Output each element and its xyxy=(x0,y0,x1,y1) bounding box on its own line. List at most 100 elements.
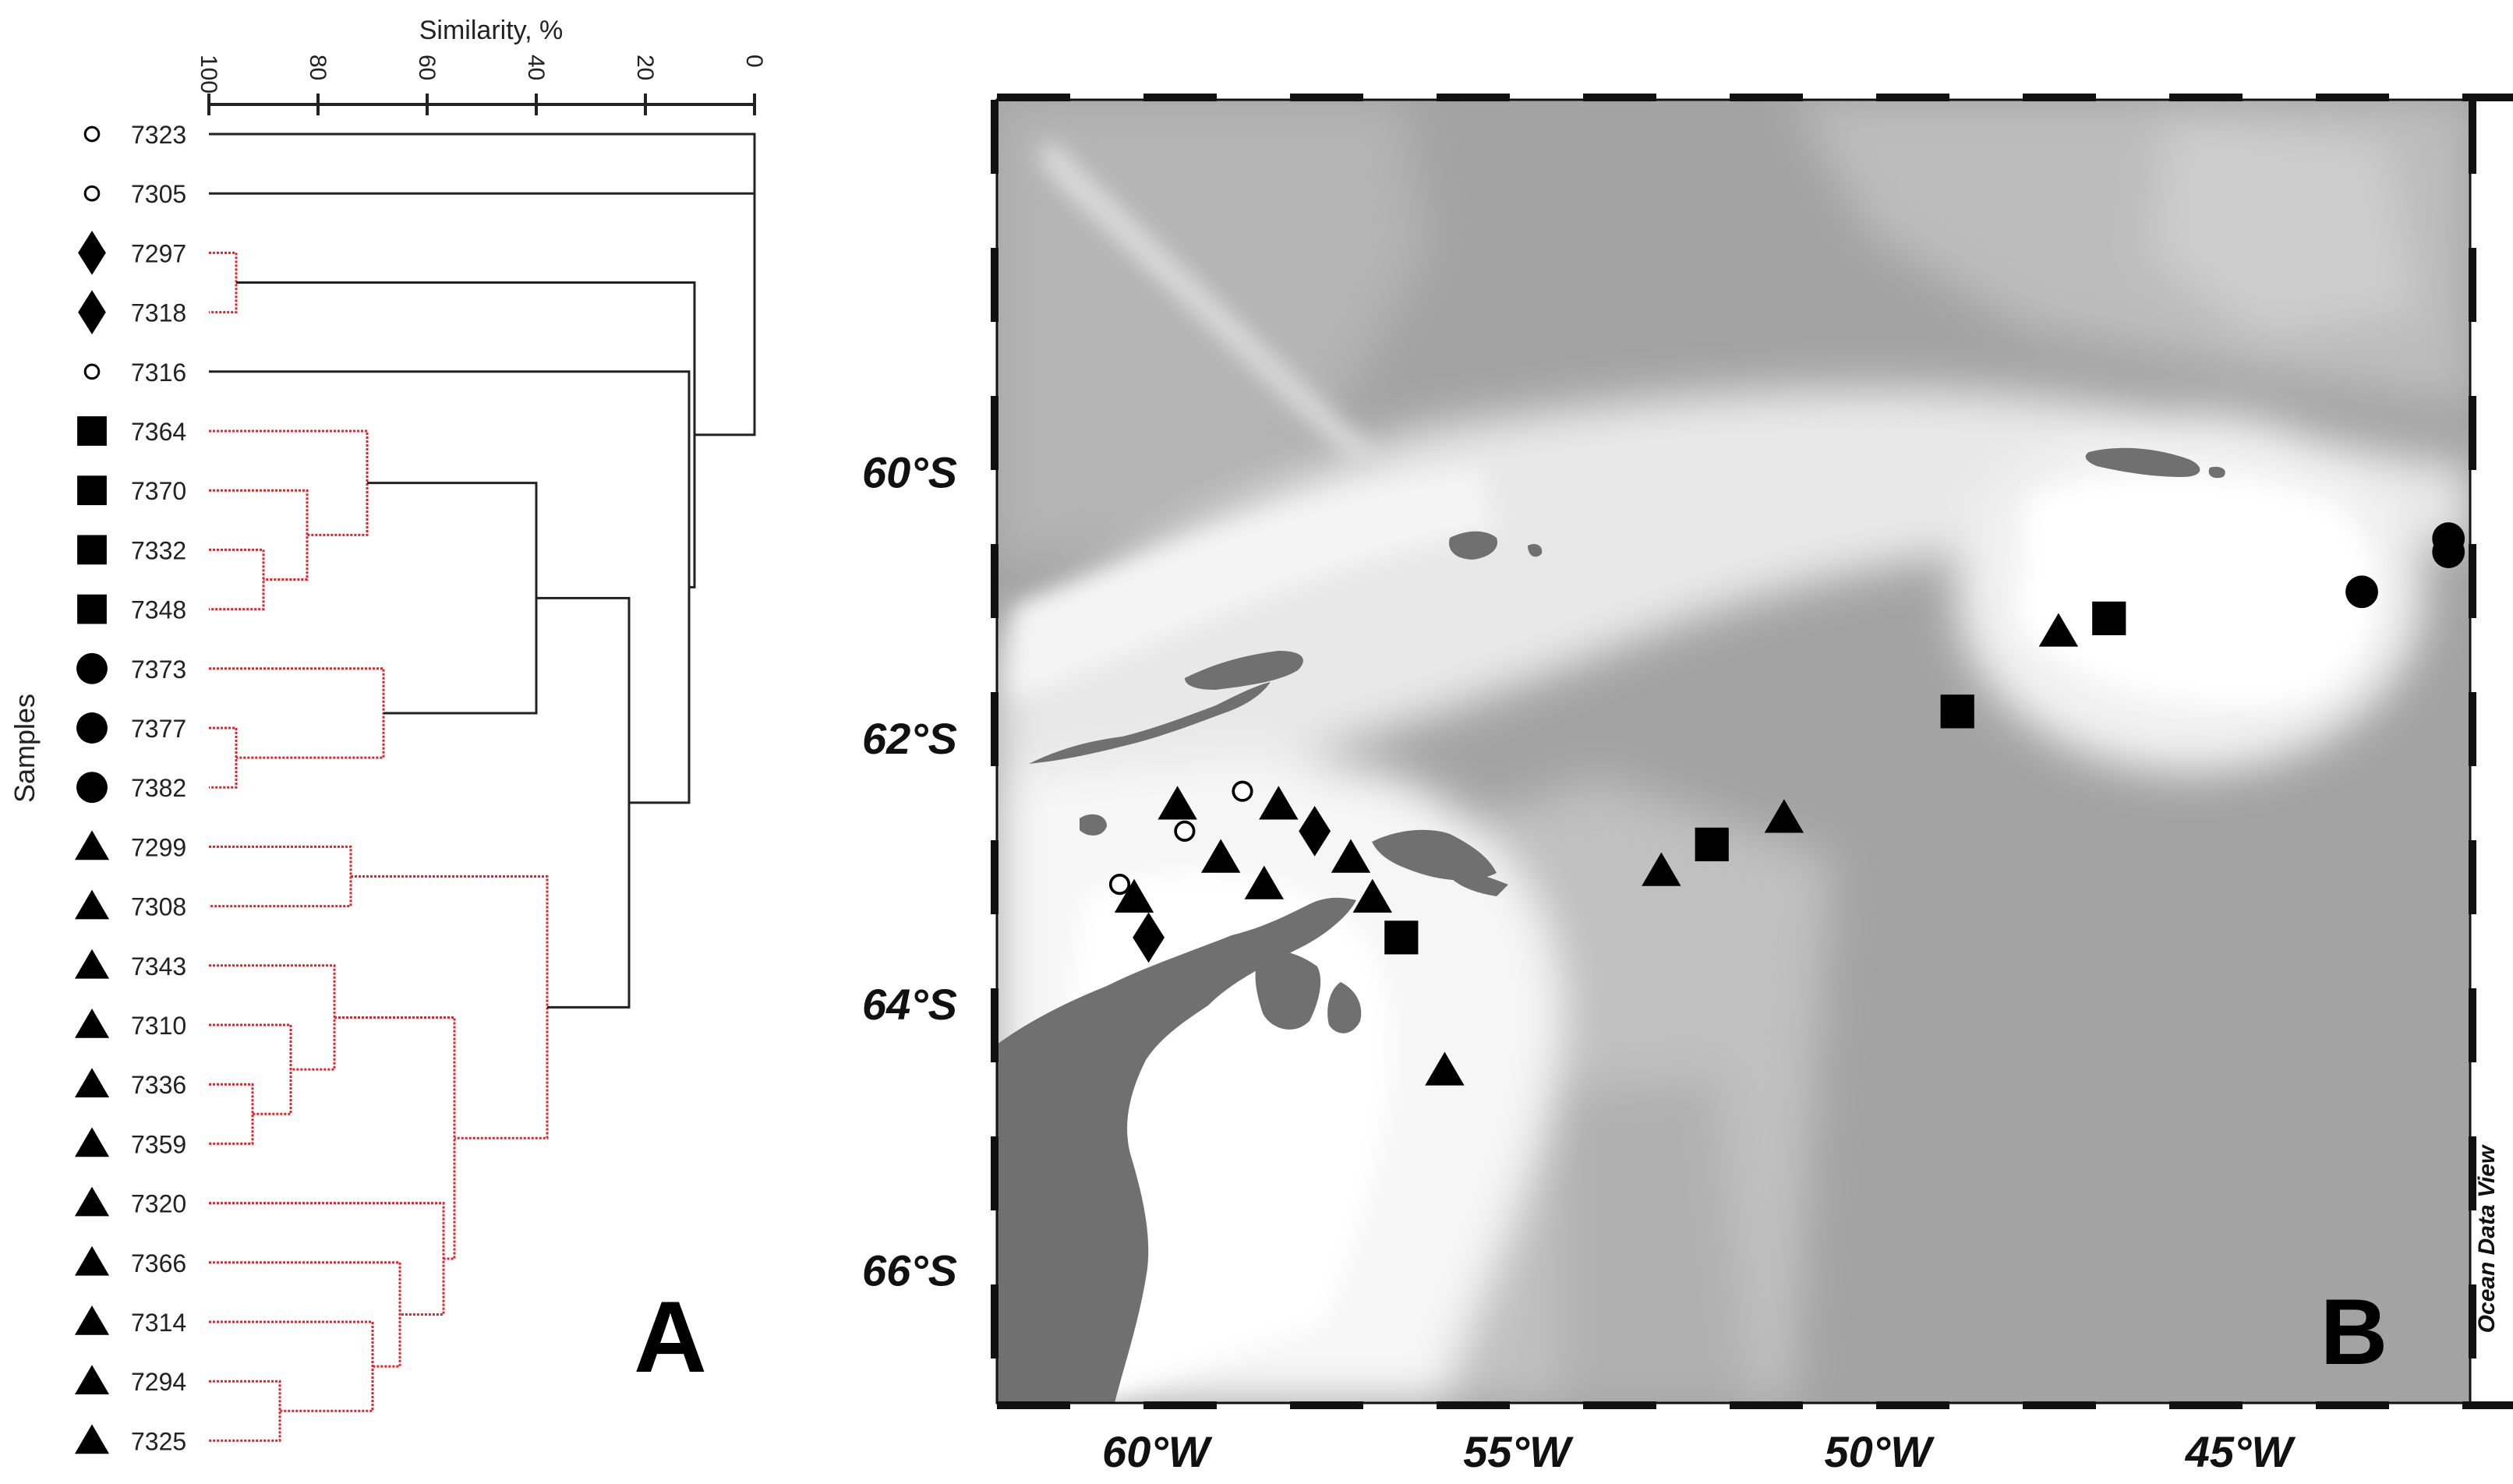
station-square xyxy=(1695,827,1729,862)
sample-label: 7332 xyxy=(131,536,186,564)
station-square xyxy=(2092,601,2126,635)
dendrogram-branch xyxy=(209,845,352,908)
triangle-marker xyxy=(74,1186,110,1217)
sample-row: 7323 xyxy=(83,121,186,149)
dendrogram-branch xyxy=(209,1380,281,1442)
dendrogram-branch xyxy=(209,251,238,314)
island xyxy=(1080,814,1107,836)
south-orkney-islands xyxy=(2085,447,2200,477)
sample-row: 7314 xyxy=(74,1306,186,1337)
triangle-marker xyxy=(74,1365,110,1394)
frame-segment xyxy=(2462,94,2513,101)
frame-segment xyxy=(2169,1401,2243,1409)
frame-segment xyxy=(2023,94,2096,101)
sample-label: 7382 xyxy=(131,774,186,802)
station-square xyxy=(1384,920,1419,955)
triangle-marker xyxy=(74,1424,110,1454)
sample-row: 7320 xyxy=(74,1186,186,1218)
odv-credit: Ocean Data View xyxy=(2474,1144,2500,1333)
sample-label: 7316 xyxy=(131,359,186,387)
triangle-marker xyxy=(74,1068,110,1097)
frame-segment xyxy=(2469,544,2476,618)
square-marker xyxy=(77,594,107,624)
circle-marker xyxy=(76,652,108,684)
frame-segment xyxy=(2469,1284,2476,1359)
sample-label: 7310 xyxy=(131,1012,186,1040)
panel-b-letter: B xyxy=(2320,1280,2388,1384)
station-triangle xyxy=(1114,878,1154,913)
triangle-marker xyxy=(74,889,110,920)
frame-segment xyxy=(991,1136,998,1210)
sample-row: 7343 xyxy=(74,949,186,980)
sampling-stations xyxy=(1108,522,2465,1086)
station-triangle xyxy=(1259,786,1299,820)
sample-row: 7366 xyxy=(74,1246,186,1277)
dendrogram-branch xyxy=(209,1261,401,1368)
dendrogram-branch xyxy=(209,1202,445,1316)
frame-segment xyxy=(1876,94,1949,101)
sample-label: 7314 xyxy=(131,1309,186,1337)
square-marker xyxy=(77,416,107,446)
island xyxy=(1528,544,1543,557)
bathymetry-map xyxy=(997,100,2470,1403)
sample-row: 7308 xyxy=(74,889,186,921)
sample-row: 7370 xyxy=(77,475,186,505)
station-diamond xyxy=(1299,805,1331,857)
frame-segment xyxy=(2169,94,2243,101)
longitude-label: 60°W xyxy=(1102,1427,1213,1476)
station-triangle xyxy=(1201,839,1241,873)
panel-a-letter: A xyxy=(634,1280,707,1394)
frame-segment xyxy=(991,988,998,1062)
sample-label: 7323 xyxy=(131,121,186,149)
open-circle-marker xyxy=(83,125,101,143)
station-circle xyxy=(2432,535,2465,568)
axis-tick-label: 40 xyxy=(523,55,549,80)
station-triangle xyxy=(1352,878,1392,913)
sample-row: 7348 xyxy=(77,594,186,624)
frame-segment xyxy=(2469,248,2476,322)
longitude-label: 55°W xyxy=(1463,1427,1574,1476)
antarctic-peninsula xyxy=(997,897,1356,1403)
dendrogram-branch xyxy=(209,429,369,536)
station-triangle xyxy=(1244,865,1284,899)
dendrogram-branch xyxy=(209,964,336,1071)
sample-row: 7316 xyxy=(83,359,186,387)
frame-segment xyxy=(2316,1401,2389,1409)
frame-segment xyxy=(2469,396,2476,470)
sample-row: 7373 xyxy=(76,652,186,684)
sample-label: 7325 xyxy=(131,1427,186,1455)
triangle-marker xyxy=(74,949,110,979)
sample-label: 7320 xyxy=(131,1190,186,1218)
circle-marker xyxy=(76,772,108,804)
frame-segment xyxy=(2023,1401,2096,1409)
sample-row: 7294 xyxy=(74,1365,186,1396)
island xyxy=(2208,466,2225,479)
frame-segment xyxy=(1437,94,1510,101)
dendrogram-branch xyxy=(209,370,691,804)
station-triangle xyxy=(1331,839,1371,873)
square-marker xyxy=(77,475,107,506)
joinville-island xyxy=(1372,829,1497,881)
diamond-marker xyxy=(78,290,106,334)
station-triangle xyxy=(1764,799,1804,833)
station-open-circle xyxy=(1108,874,1131,896)
station-open-circle xyxy=(1232,780,1253,802)
frame-segment xyxy=(1290,1401,1363,1409)
sample-label: 7297 xyxy=(131,239,186,267)
sample-label: 7343 xyxy=(131,952,186,980)
sample-label: 7305 xyxy=(131,180,186,208)
triangle-marker xyxy=(74,830,110,860)
dendrogram-branch xyxy=(209,548,265,611)
sample-row: 7318 xyxy=(78,290,186,334)
longitude-label: 45°W xyxy=(2185,1427,2296,1476)
triangle-marker xyxy=(74,1127,110,1157)
diamond-marker xyxy=(78,231,106,275)
frame-segment xyxy=(997,94,1070,101)
sample-row: 7332 xyxy=(77,535,186,564)
axis-tick-label: 80 xyxy=(305,55,330,80)
south-shetland-islands xyxy=(1029,682,1271,764)
